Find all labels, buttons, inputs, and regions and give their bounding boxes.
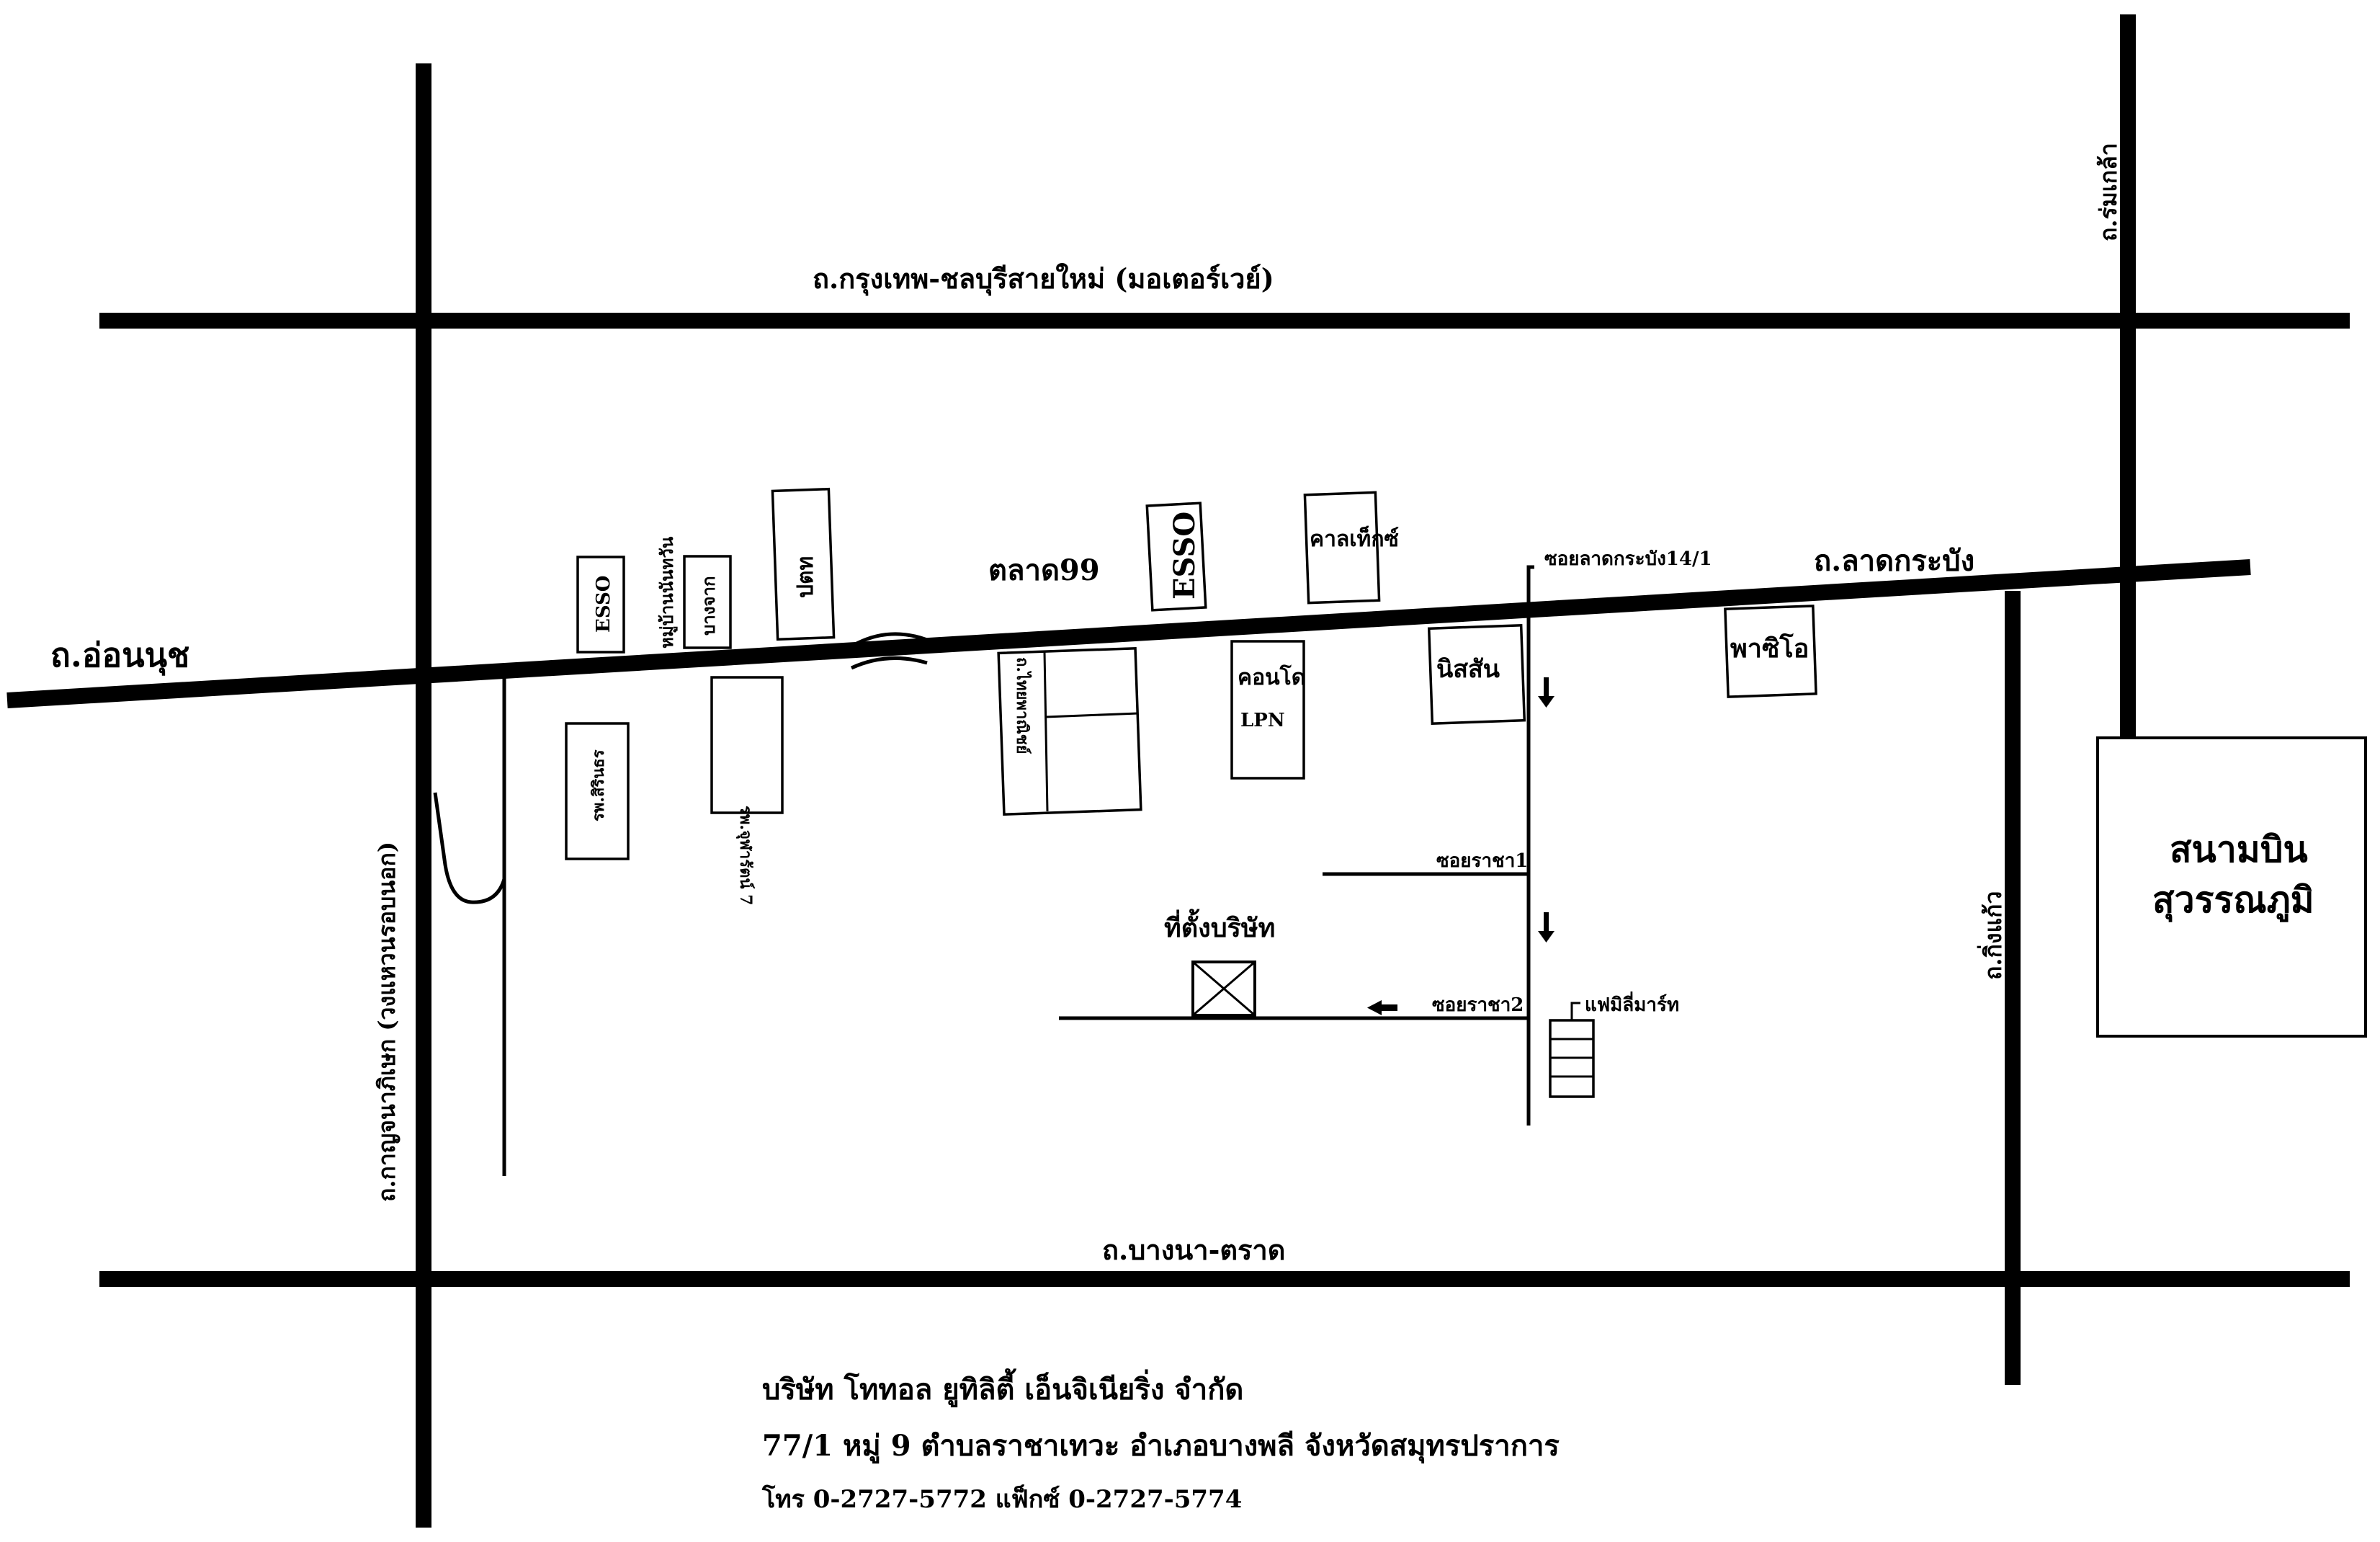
caltex-station (1303, 491, 1381, 605)
family-mart-building (1549, 1002, 1595, 1098)
company-site-label: ที่ตั้งบริษัท (1164, 909, 1275, 943)
talat-label: ตลาด99 (988, 553, 1100, 587)
on-nut-lat-krabang-road (6, 559, 2251, 708)
bang-chak-label: บางจาก (698, 576, 719, 636)
ptt-label: ปตท (793, 556, 818, 598)
nissan-building (1427, 623, 1526, 726)
rom-klao-label: ถ.ร่มเกล้า (2095, 143, 2122, 241)
esso-station-2 (1145, 502, 1207, 612)
lpn-label: LPN (1240, 710, 1285, 731)
soi-lat-krabang-road (1526, 565, 1534, 597)
hospital-sirindhorn (565, 722, 630, 860)
motorway-label: ถ.กรุงเทพ-ชลบุรีสายใหม่ (มอเตอร์เวย์) (813, 262, 1274, 296)
market-divider (1043, 651, 1049, 812)
esso-1-label: ESSO (593, 576, 614, 633)
esso-2-label: ESSO (1168, 512, 1202, 600)
airport-label-line1: สนามบิน (2170, 828, 2308, 870)
king-kaeo-label: ถ.กิ่งแก้ว (1977, 891, 2007, 980)
village-label: หมู่บ้านนันทวัน (656, 536, 678, 649)
hospital-chularat (710, 676, 784, 814)
company-contact: โทร 0-2727-5772 แฟ็กซ์ 0-2727-5774 (761, 1484, 1242, 1514)
family-mart-label: แฟมิลี่มาร์ท (1585, 991, 1679, 1016)
arrow-down-icon (1538, 912, 1554, 942)
bridge-mark (850, 632, 928, 649)
lat-krabang-label: ถ.ลาดกระบัง (1814, 544, 1974, 578)
nissan-label: นิสสัน (1436, 655, 1500, 684)
soi-racha-1-label: ซอยราชา1 (1436, 850, 1528, 872)
hospital-sirin-label: รพ.สิรินธร (589, 749, 608, 821)
soi-lat-krabang-label: ซอยลาดกระบัง14/1 (1544, 548, 1712, 570)
thai-panich-label: ถ.ไทยพาณิชย์ (1013, 657, 1032, 754)
soi-racha-2-label: ซอยราชา2 (1432, 994, 1524, 1016)
company-address: 77/1 หมู่ 9 ตำบลราชาเทวะ อำเภอบางพลี จัง… (762, 1429, 1560, 1464)
airport-label-line2: สุวรรณภูมิ (2152, 878, 2314, 922)
kanchanaphisek-label: ถ.กาญจนาภิเษก (วงแหวนรอบนอก) (373, 842, 401, 1202)
bridge-mark (850, 656, 928, 670)
esso-station-1 (576, 556, 625, 654)
condo-lpn-building (1230, 640, 1305, 780)
condo-label: คอนโด (1238, 664, 1305, 690)
company-location-icon (1191, 961, 1256, 1017)
on-nut-label: ถ.อ่อนนุช (50, 636, 189, 676)
hospital-chularat-label: รพ.จุฬารัตน์ 7 (735, 806, 755, 905)
market-divider (1045, 712, 1139, 718)
u-turn-road (433, 792, 506, 904)
bang-chak-station (683, 555, 732, 649)
company-name: บริษัท โททอล ยูทิลิตี้ เอ็นจิเนียริ่ง จำ… (762, 1368, 1243, 1407)
caltex-label: คาลเท็กซ์ (1310, 525, 1399, 552)
bangna-trat-label: ถ.บางนา-ตราด (1102, 1234, 1285, 1266)
paseo-label: พาซิโอ (1730, 633, 1809, 664)
ptt-station (771, 487, 836, 641)
arrow-left-icon (1367, 1000, 1397, 1015)
market-building (997, 646, 1142, 816)
airport-building (2096, 736, 2367, 1038)
paseo-building (1724, 605, 1817, 698)
arrow-down-icon (1538, 677, 1554, 708)
